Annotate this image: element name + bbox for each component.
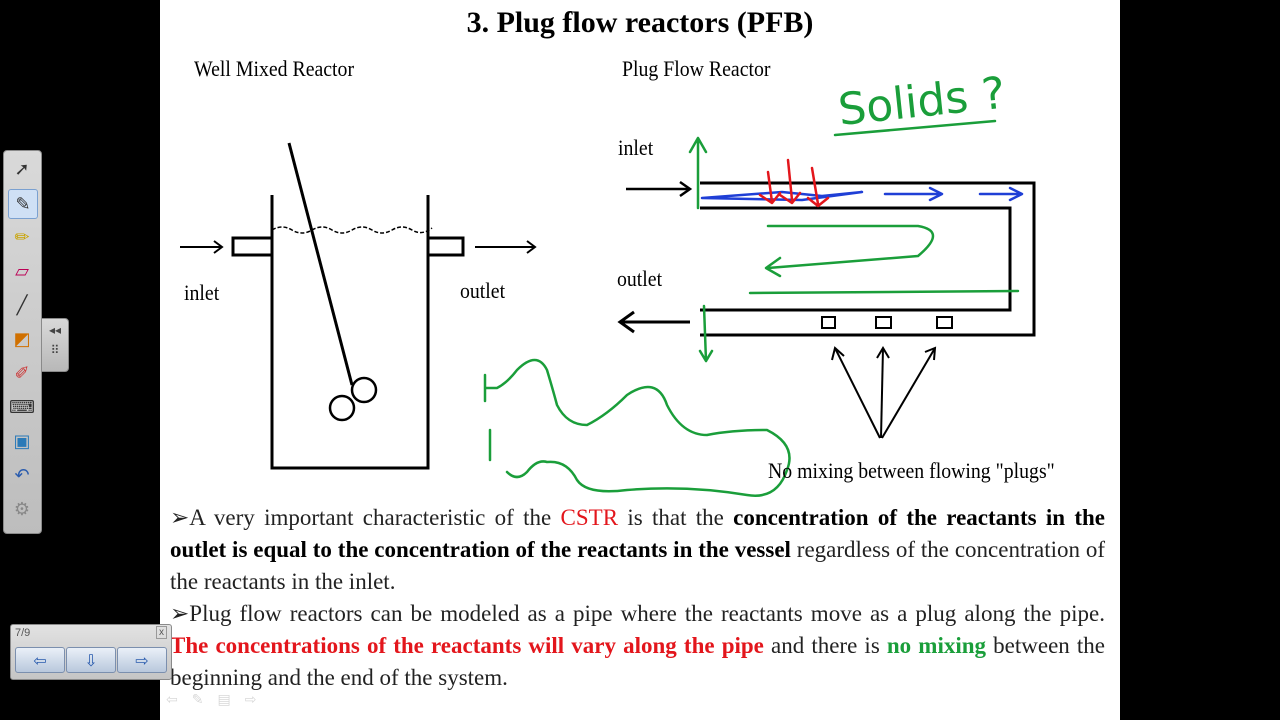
plug-flow-reactor: [617, 180, 1036, 439]
bullet-cstr: ➢A very important characteristic of the …: [170, 505, 1105, 594]
toolbar-collapse-handle[interactable]: ◂◂ ⠿: [41, 318, 69, 372]
eraser-icon[interactable]: ▱: [15, 260, 29, 282]
collapse-left-icon: ◂◂: [48, 323, 62, 337]
reactor-diagrams: Solids ?: [180, 68, 1036, 497]
settings-icon[interactable]: ⚙: [13, 498, 31, 520]
plugs-caption: No mixing between flowing "plugs": [768, 458, 1055, 483]
grip-icon: ⠿: [50, 343, 60, 357]
line-icon[interactable]: ╱: [16, 294, 28, 316]
faded-slide-controls: ⇦✎▤⇨: [166, 692, 271, 708]
wm-outlet-label: outlet: [460, 278, 506, 303]
slide-canvas: 3. Plug flow reactors (PFB): [160, 0, 1120, 720]
close-icon[interactable]: x: [156, 626, 167, 639]
keyboard-icon[interactable]: ⌨: [9, 396, 35, 418]
page-navigator: 7/9 x ⇦ ⇩ ⇨: [10, 624, 172, 680]
ink-annotations: Solids ?: [483, 68, 1024, 497]
page-counter: 7/9: [15, 627, 31, 639]
well-mixed-reactor-label: Well Mixed Reactor: [194, 56, 355, 81]
ink-toolbar: ➚ ✎ ✏ ▱ ╱ ◩ ✐ ⌨ ▣ ↶ ⚙: [3, 150, 42, 534]
list-down-icon: ⇩: [84, 650, 98, 670]
select-icon[interactable]: ➚: [14, 158, 30, 180]
highlighter-icon[interactable]: ✏: [14, 226, 30, 248]
pf-outlet-label: outlet: [617, 266, 663, 291]
page-menu-button[interactable]: ⇩: [66, 647, 116, 673]
next-page-button[interactable]: ⇨: [117, 647, 167, 673]
magic-pen-icon[interactable]: ✐: [14, 362, 30, 384]
notebook-icon[interactable]: ▣: [13, 430, 31, 452]
arrow-left-icon: ⇦: [33, 650, 47, 670]
pf-inlet-label: inlet: [618, 135, 654, 160]
undo-icon[interactable]: ↶: [14, 464, 30, 486]
shapes-icon[interactable]: ◩: [13, 328, 31, 350]
handwritten-solids-note: Solids ?: [836, 68, 1008, 136]
wm-inlet-label: inlet: [184, 280, 220, 305]
bullet-plug-flow: ➢Plug flow reactors can be modeled as a …: [170, 601, 1106, 690]
slide-body: ➢A very important characteristic of the …: [170, 502, 1105, 694]
prev-page-button[interactable]: ⇦: [15, 647, 65, 673]
slide-title: 3. Plug flow reactors (PFB): [466, 6, 814, 39]
pen-icon[interactable]: ✎: [8, 189, 38, 219]
plug-flow-reactor-label: Plug Flow Reactor: [622, 56, 771, 81]
arrow-right-icon: ⇨: [135, 650, 149, 670]
well-mixed-reactor: [180, 142, 537, 470]
